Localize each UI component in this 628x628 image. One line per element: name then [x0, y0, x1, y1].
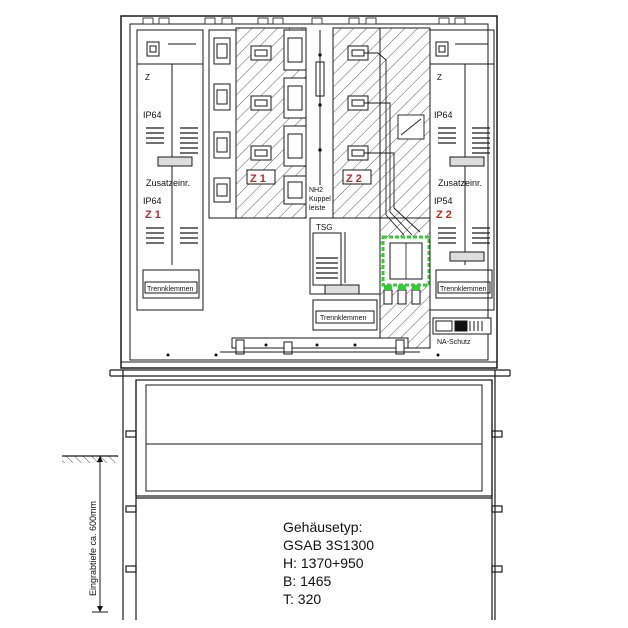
bottom-rail: [220, 337, 420, 355]
tsg-box: [309, 217, 381, 295]
housing-spec: Gehäusetyp: GSAB 3S1300 H: 1370+950 B: 1…: [283, 519, 374, 607]
left-zusatz-label: Zusatzeinr.: [146, 178, 190, 188]
right-meter-panel: [429, 29, 495, 311]
bottom-rail-dots: [166, 343, 440, 357]
right-z2-badge: Z 2: [436, 209, 452, 221]
center-trennklemmen-label: Trennklemmen: [320, 315, 367, 322]
left-trennklemmen-label: Trennklemmen: [147, 286, 194, 293]
cabinet-inner-frame: [129, 23, 489, 361]
top-terminal-tabs: [142, 17, 466, 25]
right-trennklemmen-label: Trennklemmen: [440, 286, 487, 293]
housing-spec-line1: Gehäusetyp:: [283, 519, 362, 535]
left-z1-badge: Z 1: [145, 209, 161, 221]
na-schutz-label: NA-Schutz: [437, 339, 471, 346]
na-wiring: [364, 52, 430, 236]
ground-level: [62, 455, 118, 613]
left-z-label: Z: [145, 73, 150, 82]
center-trennklemmen-box: [312, 299, 378, 331]
right-zusatz-label: Zusatzeinr.: [438, 178, 482, 188]
upper-cabinet: [120, 15, 498, 369]
z2-fuse-column: [342, 45, 372, 185]
housing-spec-line4: B: 1465: [283, 573, 331, 589]
nh2-line1: NH2: [309, 187, 323, 194]
cabinet-outer-frame: [120, 15, 498, 369]
center-fuse-column: [250, 29, 307, 205]
left-ip-top-label: IP64: [143, 110, 162, 120]
right-z-label: Z: [437, 73, 442, 82]
tsg-label: TSG: [316, 223, 332, 232]
nh2-line2: Kuppel: [309, 196, 331, 203]
plinth: [109, 369, 511, 620]
nh2-line3: leiste: [309, 205, 325, 212]
right-ip-top-label: IP64: [434, 110, 453, 120]
left-breaker-column: [208, 29, 237, 219]
left-ip-bottom-label: IP64: [143, 196, 162, 206]
right-ip-bottom-label: IP54: [434, 196, 453, 206]
na-schutz-unit: [432, 317, 492, 335]
depth-label: Eingrabtiefe ca. 600mm: [88, 501, 98, 596]
housing-spec-line5: T: 320: [283, 591, 321, 607]
center-z1-badge: Z 1: [250, 173, 266, 185]
nh2-column: [315, 30, 325, 185]
na-device-highlight: [381, 235, 431, 305]
housing-spec-line3: H: 1370+950: [283, 555, 364, 571]
center-z2-badge: Z 2: [346, 173, 362, 185]
housing-spec-line2: GSAB 3S1300: [283, 537, 374, 553]
left-meter-panel: [136, 29, 204, 311]
